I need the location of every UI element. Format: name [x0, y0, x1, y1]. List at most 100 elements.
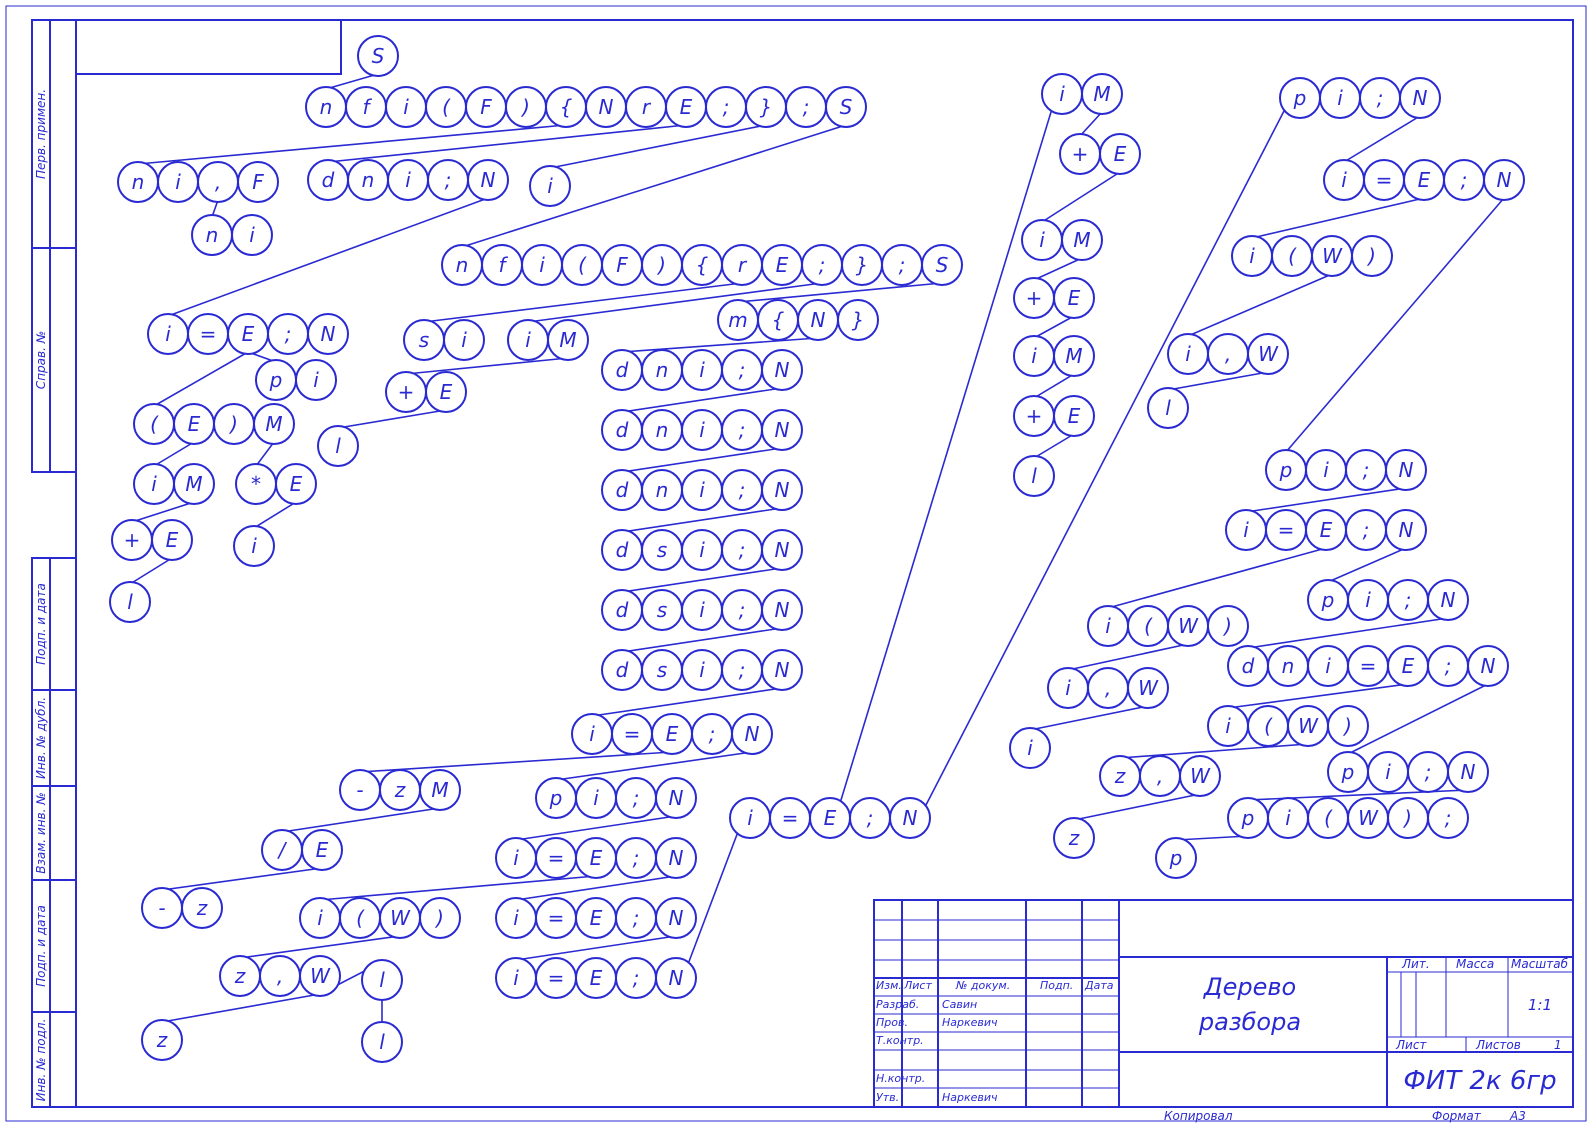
tree-node-circle — [181, 887, 223, 929]
tree-node-token: , — [277, 964, 283, 988]
node-group: m{N} — [717, 299, 879, 341]
tree-node-token: ; — [1377, 86, 1384, 110]
tree-node-token: i — [747, 806, 753, 830]
tree-node-token: n — [362, 168, 375, 192]
tree-node-circle — [1155, 837, 1197, 879]
tree-node-circle — [301, 829, 343, 871]
tree-node-token: z — [1114, 764, 1126, 788]
tree-node-token: p — [1169, 846, 1183, 870]
node-group: +E — [1013, 277, 1095, 319]
tree-node-token: E — [290, 472, 303, 496]
tree-edge — [549, 124, 767, 169]
tree-node-token: E — [680, 95, 693, 119]
tree-node-token: i — [317, 906, 323, 930]
node-group: l — [109, 581, 151, 623]
tree-edge — [1119, 743, 1309, 759]
tree-node-token: ; — [1425, 760, 1432, 784]
tree-node-token: / — [277, 838, 288, 862]
tree-node-token: ; — [739, 358, 746, 382]
node-group: +E — [111, 519, 193, 561]
tree-node-token: i — [1365, 588, 1371, 612]
tree-node-circle — [889, 797, 931, 839]
tree-node-token: ) — [1342, 714, 1352, 738]
tree-node-token: E — [1068, 286, 1081, 310]
tree-edge — [337, 409, 447, 429]
tree-edge — [325, 73, 379, 90]
sidebar-label-sprav-no: Справ. № — [34, 331, 48, 389]
tree-edge — [909, 79, 1301, 837]
tree-node-token: p — [1279, 458, 1293, 482]
node-group: i=E;N — [495, 957, 697, 999]
node-group: /E — [261, 829, 343, 871]
tree-node-token: ; — [739, 478, 746, 502]
tree-node-token: z — [1068, 826, 1080, 850]
tree-node-circle — [275, 463, 317, 505]
node-group: i — [233, 525, 275, 567]
tree-node-token: ; — [739, 598, 746, 622]
tree-edge — [1041, 171, 1121, 223]
tree-node-token: ; — [739, 418, 746, 442]
tree-node-token: i — [1039, 228, 1045, 252]
tree-node-token: , — [1225, 342, 1231, 366]
tree-node-token: N — [811, 308, 826, 332]
tree-node-token: { — [696, 253, 709, 277]
node-group: i(W) — [299, 897, 461, 939]
tree-node-circle — [295, 359, 337, 401]
tree-node-token: E — [440, 380, 453, 404]
tree-node-circle — [357, 35, 399, 77]
tree-node-token: ; — [1445, 806, 1452, 830]
tree-node-token: ; — [285, 322, 292, 346]
tree-node-circle — [1081, 73, 1123, 115]
tree-node-circle — [151, 519, 193, 561]
tree-node-token: m — [728, 308, 747, 332]
title-block — [873, 899, 1574, 1108]
tree-node-circle — [1053, 277, 1095, 319]
node-group: +E — [385, 371, 467, 413]
tree-node-circle — [761, 529, 803, 571]
tree-node-token: i — [1323, 458, 1329, 482]
tree-edge — [515, 815, 677, 841]
tree-node-token: - — [356, 778, 363, 802]
tree-node-token: ) — [1222, 614, 1232, 638]
tree-edge — [239, 935, 401, 959]
tree-node-token: p — [1321, 588, 1335, 612]
tree-node-token: N — [321, 322, 336, 346]
tree-node-circle — [731, 713, 773, 755]
tb-copied: Копировал — [1164, 1109, 1233, 1123]
tree-node-token: l — [335, 434, 341, 458]
tree-node-token: N — [669, 786, 684, 810]
tree-edge — [253, 501, 297, 529]
tree-node-circle — [1351, 235, 1393, 277]
tree-node-token: i — [1065, 676, 1071, 700]
sidebar-label-inv-dubl: Инв. № дубл. — [34, 697, 48, 779]
tree-node-token: r — [642, 95, 652, 119]
tree-node-token: i — [1059, 82, 1065, 106]
tree-node-token: d — [616, 478, 629, 502]
node-group: i=E;N — [495, 837, 697, 879]
tree-node-token: ; — [1461, 168, 1468, 192]
tree-node-token: i — [699, 658, 705, 682]
tree-node-token: N — [481, 168, 496, 192]
node-group: i=E;N — [495, 897, 697, 939]
tree-node-token: W — [1138, 676, 1159, 700]
tree-node-token: ; — [1363, 518, 1370, 542]
tree-node-token: , — [1105, 676, 1111, 700]
tb-list-label: Лист — [1395, 1038, 1427, 1052]
tree-edge — [621, 387, 783, 413]
tree-node-token: z — [234, 964, 246, 988]
node-group: p — [1155, 837, 1197, 879]
tree-edge — [1073, 793, 1201, 821]
tree-node-token: ; — [867, 806, 874, 830]
tree-node-token: E — [666, 722, 679, 746]
tree-edge — [1285, 197, 1505, 453]
tree-edge — [319, 875, 597, 901]
tree-node-token: = — [548, 966, 565, 990]
tree-node-token: E — [590, 846, 603, 870]
tree-node-token: N — [669, 906, 684, 930]
tree-node-token: i — [1027, 736, 1033, 760]
tree-edge — [621, 627, 783, 653]
